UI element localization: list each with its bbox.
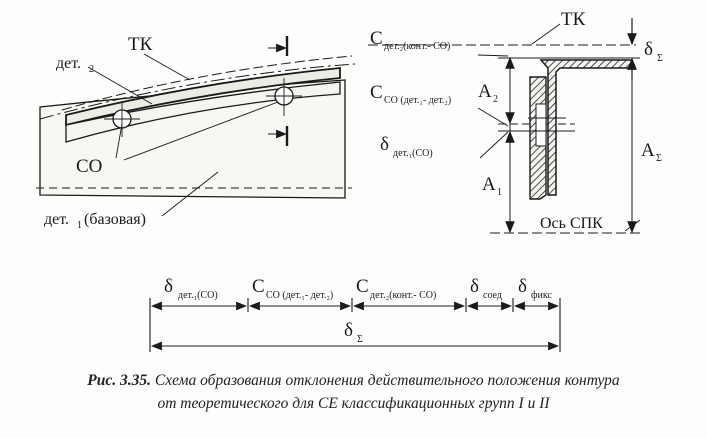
seg3-main: С <box>356 276 369 297</box>
c-co-label: С СО (дет.₁- дет.₂) <box>370 82 451 106</box>
tk-label-left: ТК <box>128 34 153 55</box>
axis-spk-label: Ось СПК <box>540 215 603 232</box>
left-view <box>36 36 356 217</box>
chain-seg5-label: δ фикс <box>518 276 552 301</box>
chain-seg2-label: С СО (дет.₁- дет.₂) <box>252 276 333 301</box>
a-sigma-main: А <box>641 140 655 161</box>
a2-label: А 2 <box>478 81 498 105</box>
tk-label-right: ТК <box>561 9 586 30</box>
det1-label: дет. 1 (базовая) <box>44 211 146 231</box>
c-co-main: С <box>370 82 383 103</box>
det2-label: дет. 2 <box>56 55 94 75</box>
caption-line1: Схема образования отклонения действитель… <box>151 372 620 389</box>
a2-main: А <box>478 81 492 102</box>
det1-text: дет. <box>44 211 69 228</box>
c-co-sub: СО (дет.₁- дет.₂) <box>384 95 451 106</box>
total-main: δ <box>344 320 353 341</box>
delta-sigma-main: δ <box>644 39 653 60</box>
right-section <box>368 18 641 234</box>
seg1-sub: дет.₁(СО) <box>178 290 218 301</box>
detail2-strip <box>65 67 341 127</box>
seg3-sub: дет.₂(конт.- СО) <box>370 290 436 301</box>
theoretical-contour <box>39 63 356 120</box>
c-det2-sub: дет.₂(конт.- СО) <box>384 41 450 52</box>
chain-seg1-label: δ дет.₁(СО) <box>164 276 218 301</box>
delta-det1-main: δ <box>380 134 389 155</box>
a-sigma-sub: Σ <box>656 153 662 164</box>
a1-main: А <box>482 174 496 195</box>
delta-det1-label: δ дет.₁(СО) <box>380 134 433 159</box>
caption-line2-wrap: от теоретического для СЕ классификационн… <box>0 393 707 415</box>
co-label: СО <box>76 156 102 177</box>
seg5-sub: фикс <box>531 290 552 301</box>
caption-prefix: Рис. 3.35. <box>87 372 152 389</box>
a-sigma-label: А Σ <box>641 140 662 164</box>
caption-line2: от теоретического для СЕ классификационн… <box>157 395 550 412</box>
det1-rest: (базовая) <box>84 211 146 228</box>
seg4-sub: соед <box>483 290 502 301</box>
a1-sub: 1 <box>497 187 502 198</box>
det2-sub: 2 <box>89 64 94 75</box>
det1-sub: 1 <box>77 220 82 231</box>
seg5-main: δ <box>518 276 527 297</box>
delta-sigma-sub: Σ <box>657 53 663 64</box>
chain-seg4-label: δ соед <box>470 276 502 301</box>
seg1-main: δ <box>164 276 173 297</box>
c-det2-label: С дет.₂(конт.- СО) <box>370 28 450 52</box>
seg4-main: δ <box>470 276 479 297</box>
detail2-angle-profile <box>539 59 633 196</box>
a1-label: А 1 <box>482 174 502 198</box>
c-det2-main: С <box>370 28 383 49</box>
det2-text: дет. <box>56 55 81 72</box>
delta-det1-sub: дет.₁(СО) <box>393 148 433 159</box>
caption: Рис. 3.35. Схема образования отклонения … <box>0 370 707 392</box>
seg2-sub: СО (дет.₁- дет.₂) <box>266 290 333 301</box>
total-sub: Σ <box>357 334 363 345</box>
delta-sigma-label: δ Σ <box>644 39 663 64</box>
a2-sub: 2 <box>493 94 498 105</box>
seg2-main: С <box>252 276 265 297</box>
chain-total-label: δ Σ <box>344 320 363 345</box>
chain-seg3-label: С дет.₂(конт.- СО) <box>356 276 436 301</box>
dimension-chain <box>149 298 561 352</box>
